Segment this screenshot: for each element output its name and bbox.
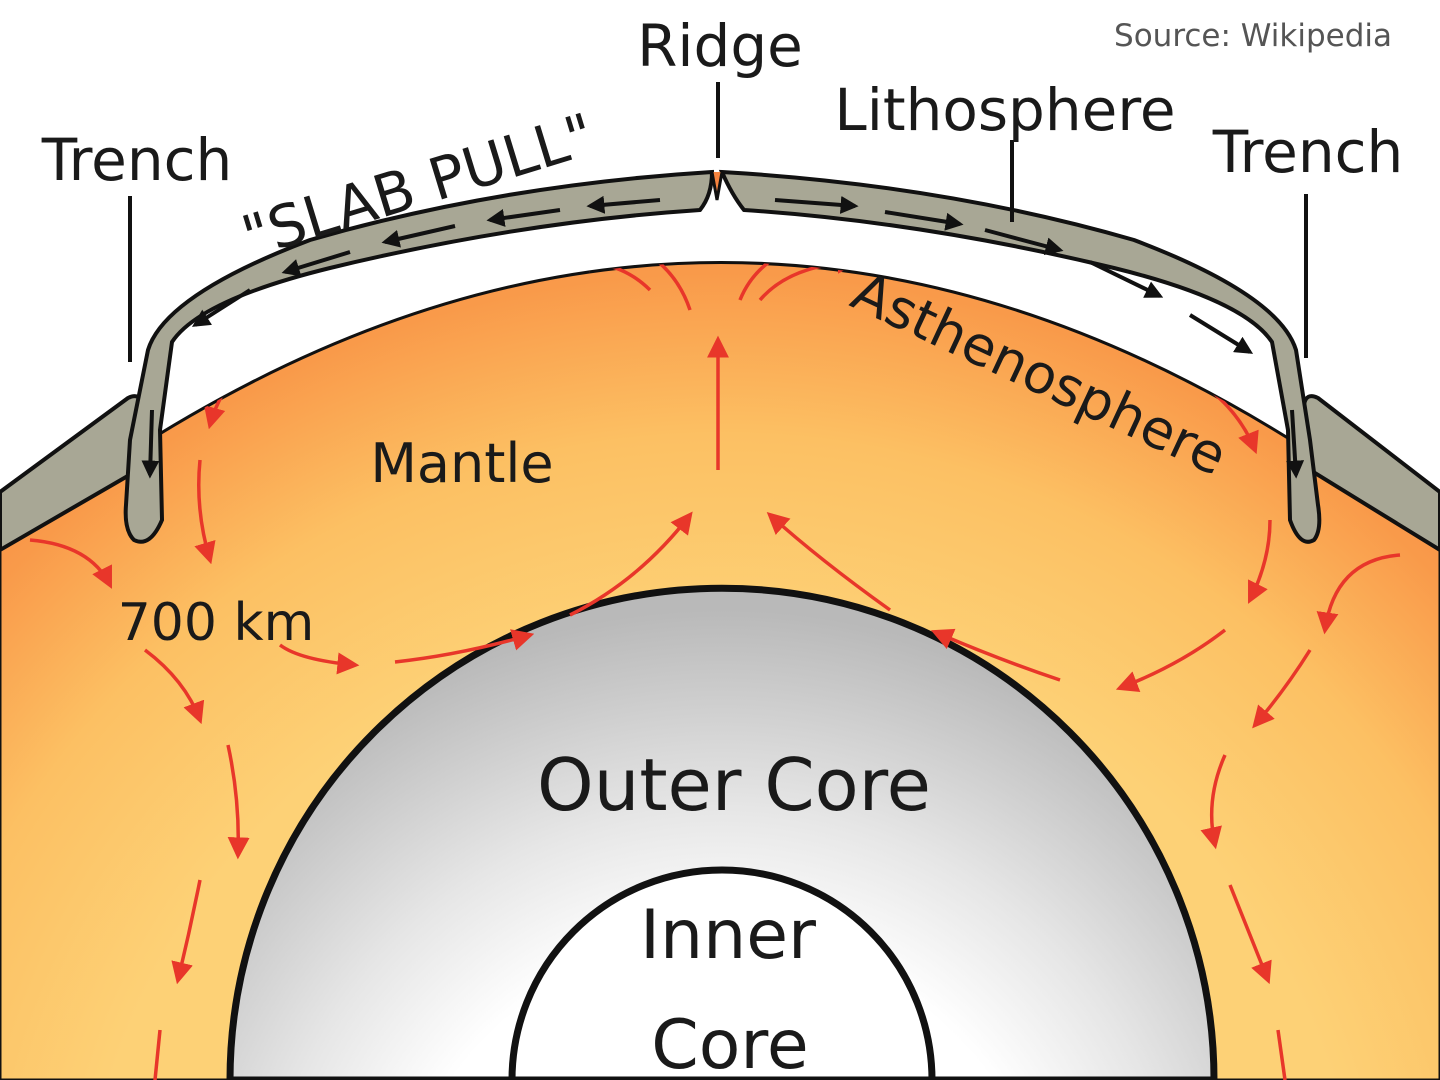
convection-arrow (194, 459, 216, 565)
mantle-label: Mantle (370, 432, 553, 495)
plate-arrow (1286, 409, 1305, 479)
plate-arrow (486, 208, 561, 227)
trench-left-label: Trench (41, 126, 233, 194)
convection-arrow (226, 744, 250, 860)
plate-arrow (1188, 313, 1254, 354)
plate-arrow (141, 409, 160, 479)
plate-arrow (381, 224, 456, 248)
leader-lines (128, 82, 1308, 362)
plate-arrow (884, 210, 964, 231)
trench-right-label: Trench (1212, 118, 1404, 186)
convection-arrow (278, 643, 360, 675)
convection-arrow (405, 262, 531, 292)
inner-core-label-line1: Inner (640, 896, 816, 975)
inner-core-label-line2: Core (651, 1006, 808, 1080)
plate-arrow (191, 288, 252, 327)
outer-core-label: Outer Core (537, 743, 931, 827)
plate-motion-arrows-right (774, 195, 1305, 479)
plate-arrow (774, 195, 859, 214)
convection-arrow (930, 628, 1061, 682)
convection-arrow (171, 879, 202, 985)
convection-arrow (1228, 884, 1272, 985)
outer-core (226, 584, 1218, 1080)
depth-label: 700 km (118, 593, 315, 653)
convection-arrow (394, 629, 535, 664)
plate-arrow (984, 228, 1064, 255)
convection-arrow (1248, 519, 1272, 604)
ridge-label: Ridge (637, 12, 803, 80)
convection-arrow (143, 648, 205, 725)
plate-arrow (281, 250, 351, 277)
lithosphere-label: Lithosphere (834, 76, 1175, 144)
convection-arrow (153, 1029, 162, 1080)
convection-arrow (899, 262, 1005, 285)
convection-arrow (1200, 754, 1227, 850)
convection-arrow (1316, 553, 1401, 635)
convection-arrow (1115, 628, 1227, 692)
plate-arrow (1089, 260, 1164, 298)
plate-arrow (586, 195, 661, 214)
convection-arrow (738, 262, 831, 301)
convection-arrow (569, 511, 693, 617)
source-caption: Source: Wikipedia (1114, 18, 1392, 54)
ridge-notch (710, 171, 724, 201)
convection-arrow (1252, 649, 1312, 729)
plate-motion-arrows-left (141, 195, 661, 479)
convection-arrow (599, 262, 692, 311)
convection-arrow (295, 290, 391, 334)
lithosphere-plate-left (123, 169, 715, 544)
convection-arrow (1276, 1029, 1287, 1080)
lithosphere-plate-right (718, 169, 1322, 544)
convection-arrow (766, 512, 892, 612)
convection-arrow (29, 538, 112, 589)
inner-core (508, 866, 936, 1080)
